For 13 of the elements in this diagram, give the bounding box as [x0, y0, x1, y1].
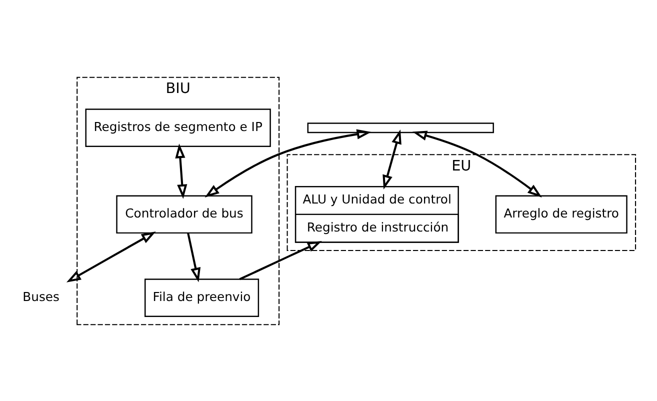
node-box: Controlador de bus — [116, 194, 252, 234]
arrow — [412, 130, 542, 197]
arrow — [175, 143, 188, 198]
node-text: Buses — [22, 290, 60, 304]
node-box: Registros de segmento e IP — [85, 108, 271, 147]
node-bar — [307, 122, 494, 133]
arrow — [382, 129, 402, 190]
arrow — [239, 240, 322, 280]
arrow — [66, 231, 156, 282]
arrow — [187, 232, 201, 282]
arrow — [204, 128, 372, 197]
node-box: Fila de preenvio — [144, 278, 260, 317]
node-box: Arreglo de registro — [495, 194, 628, 234]
